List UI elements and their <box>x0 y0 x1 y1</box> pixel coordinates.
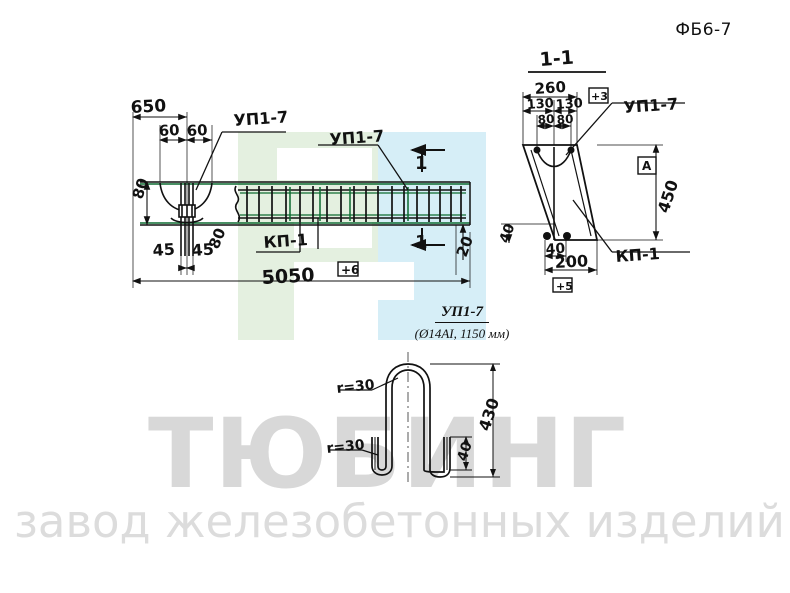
svg-text:+5: +5 <box>556 280 573 293</box>
svg-text:200: 200 <box>554 251 588 272</box>
svg-text:1-1: 1-1 <box>539 47 575 71</box>
svg-text:80: 80 <box>537 112 555 127</box>
dimension-lines <box>131 113 470 285</box>
svg-text:40: 40 <box>545 241 566 258</box>
svg-text:60: 60 <box>158 121 180 140</box>
section-mark-bottom <box>410 228 445 251</box>
stirrup-bars <box>246 186 462 222</box>
svg-text:430: 430 <box>475 396 503 434</box>
elevation-break-line <box>234 185 241 223</box>
svg-text:УП1-7: УП1-7 <box>329 126 385 149</box>
reinforcement-cage <box>238 189 466 219</box>
detail-bar-outer <box>371 363 431 476</box>
svg-text:80: 80 <box>556 112 574 127</box>
section-hook <box>536 147 572 240</box>
svg-text:260: 260 <box>534 78 566 98</box>
svg-text:+6: +6 <box>341 263 359 277</box>
section-mark-boxes <box>552 87 657 293</box>
detail-spec: (Ø14AI, 1150 мм) <box>414 326 510 341</box>
detail-bar-right-leg <box>423 437 451 478</box>
section-mark-top <box>410 144 445 172</box>
svg-text:1: 1 <box>415 153 428 174</box>
svg-text:450: 450 <box>654 178 682 216</box>
stirrup-bars-green <box>289 187 409 221</box>
svg-text:r=30: r=30 <box>326 437 366 457</box>
svg-text:А: А <box>642 159 652 173</box>
svg-text:45: 45 <box>191 239 215 260</box>
svg-text:20: 20 <box>453 234 477 260</box>
svg-text:650: 650 <box>130 96 167 118</box>
svg-text:5050: 5050 <box>261 264 315 289</box>
svg-text:УП1-7: УП1-7 <box>233 107 289 130</box>
detail-name: УП1-7 <box>434 304 490 323</box>
elevation-view <box>131 112 471 288</box>
section-dimension-lines <box>505 93 660 274</box>
svg-text:КП-1: КП-1 <box>263 230 308 252</box>
section-view <box>501 71 690 293</box>
elevation-beam-outline <box>140 183 470 224</box>
leader-lines <box>195 131 409 253</box>
detail-dimension-lines <box>430 363 500 478</box>
svg-text:КП-1: КП-1 <box>615 244 660 266</box>
page-title: ФБ6-7 <box>675 20 732 40</box>
detail-caption: УП1-7 (Ø14AI, 1150 мм) <box>382 303 542 342</box>
svg-text:60: 60 <box>186 121 208 140</box>
detail-view <box>330 352 500 482</box>
svg-text:130: 130 <box>526 96 554 113</box>
elevation-beam-outline-dark <box>140 181 471 226</box>
detail-leader-lines <box>330 377 399 456</box>
svg-text:1: 1 <box>415 232 428 253</box>
svg-text:УП1-7: УП1-7 <box>623 94 679 117</box>
svg-text:40: 40 <box>455 440 476 464</box>
svg-text:r=30: r=30 <box>336 377 376 397</box>
elevation-mark-box <box>337 261 359 277</box>
svg-text:+3: +3 <box>591 90 608 103</box>
dimension-extension-lines <box>132 112 471 288</box>
detail-annotations: r=30 r=30 430 40 <box>326 377 503 463</box>
svg-text:130: 130 <box>555 96 583 113</box>
section-leader-lines <box>565 102 690 253</box>
svg-text:45: 45 <box>152 239 176 260</box>
reinforcement-cage-green <box>240 192 466 216</box>
section-annotations: 1-1 260 130 130 80 80 450 40 40 200 +3 А… <box>497 47 682 293</box>
svg-text:40: 40 <box>497 221 519 245</box>
svg-text:80: 80 <box>129 176 153 201</box>
